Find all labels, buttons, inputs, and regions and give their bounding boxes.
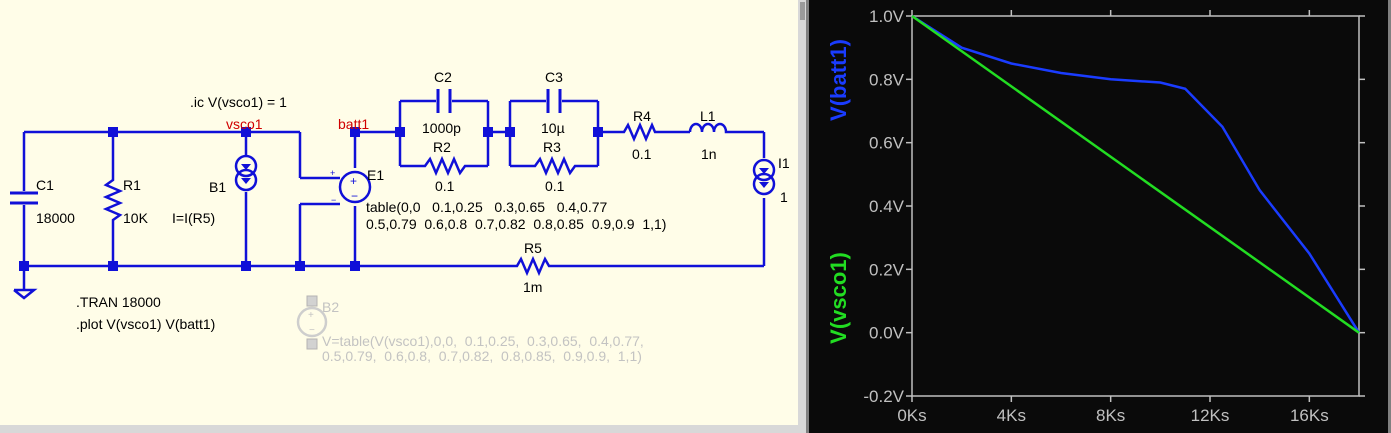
- netlabel-vsco1[interactable]: vsco1: [226, 116, 263, 132]
- voltage-source-icon: [338, 170, 372, 204]
- c1-value: 18000: [36, 210, 75, 226]
- horizontal-scrollbar[interactable]: [0, 425, 806, 433]
- resistor-R5[interactable]: R5 1m: [512, 240, 552, 295]
- voltage-source-icon: [296, 306, 328, 338]
- r1-name: R1: [123, 177, 141, 193]
- y-tick-label: 0.2V: [869, 260, 905, 279]
- c3-value: 10µ: [541, 120, 565, 136]
- y-tick-label: 0.4V: [869, 197, 905, 216]
- r4-name: R4: [633, 108, 651, 124]
- x-tick-label: 0Ks: [897, 406, 926, 425]
- vertical-scrollbar[interactable]: [798, 0, 806, 433]
- svg-text:+: +: [330, 168, 335, 178]
- schematic-background: [0, 0, 806, 433]
- source-I1[interactable]: I1 1: [752, 155, 790, 205]
- resistor-icon: [512, 255, 552, 277]
- c2-value: 1000p: [422, 120, 461, 136]
- y-tick-label: 0.0V: [869, 324, 905, 343]
- capacitor-C1[interactable]: C1 18000: [10, 177, 75, 226]
- ground-icon[interactable]: [13, 288, 38, 300]
- r2-name: R2: [433, 139, 451, 155]
- schematic-canvas[interactable]: C1 18000 R1 10K B1 I=I(R5) + − + − E1 ta…: [0, 0, 806, 433]
- source-B2-disabled[interactable]: + − B2 V=table(V(vsco1),0,0, 0.1,0.25, 0…: [296, 295, 644, 364]
- source-E1[interactable]: + − + − E1 table(0,0 0.1,0.25 0.3,0.65 0…: [330, 167, 666, 232]
- c3-name: C3: [545, 69, 563, 85]
- svg-text:−: −: [351, 189, 358, 203]
- y-tick-label: 1.0V: [869, 7, 905, 26]
- y-tick-label: -0.2V: [863, 387, 904, 406]
- x-tick-label: 4Ks: [997, 406, 1026, 425]
- resistor-icon: [620, 121, 658, 143]
- r5-value: 1m: [523, 279, 542, 295]
- scrollbar-thumb[interactable]: [800, 2, 805, 20]
- resistor-R3[interactable]: R3 0.1: [530, 139, 580, 194]
- l1-name: L1: [700, 108, 716, 124]
- series-line-v-batt1[interactable]: [911, 14, 1361, 334]
- resistor-icon: [420, 155, 470, 177]
- c2-name: C2: [434, 69, 452, 85]
- r4-value: 0.1: [632, 146, 652, 162]
- r2-value: 0.1: [435, 178, 455, 194]
- capacitor-icon: [10, 191, 38, 205]
- e1-table-line2: 0.5,0.79 0.6,0.8 0.7,0.82 0.8,0.85 0.9,0…: [366, 216, 666, 232]
- capacitor-icon: [546, 89, 562, 113]
- plot-background: [806, 0, 1391, 433]
- b2-expr-line2: 0.5,0.79, 0.6,0.8, 0.7,0.82, 0.8,0.85, 0…: [322, 348, 642, 364]
- b1-value: I=I(R5): [172, 210, 215, 226]
- r3-name: R3: [543, 139, 561, 155]
- l1-value: 1n: [701, 146, 717, 162]
- junction-dots: [19, 127, 603, 271]
- r5-name: R5: [524, 240, 542, 256]
- svg-text:+: +: [308, 310, 314, 321]
- inductor-L1[interactable]: L1 1n: [688, 108, 730, 162]
- e1-table-line1: table(0,0 0.1,0.25 0.3,0.65 0.4,0.77: [366, 199, 608, 215]
- x-tick-label: 16Ks: [1290, 406, 1329, 425]
- e1-name: E1: [367, 167, 384, 183]
- wires: [22, 99, 766, 290]
- resistor-icon: [530, 155, 580, 177]
- plot-legend: V(batt1) V(vsco1): [826, 39, 851, 344]
- directive-plot[interactable]: .plot V(vsco1) V(batt1): [76, 316, 215, 332]
- i1-name: I1: [778, 155, 790, 171]
- b2-expr-line1: V=table(V(vsco1),0,0, 0.1,0.25, 0.3,0.65…: [322, 333, 644, 349]
- x-tick-label: 8Ks: [1096, 406, 1125, 425]
- resistor-R1[interactable]: R1 10K: [102, 175, 149, 228]
- b2-name: B2: [322, 299, 339, 315]
- legend-entry[interactable]: V(vsco1): [826, 252, 851, 344]
- directive-ic[interactable]: .ic V(vsco1) = 1: [190, 94, 287, 110]
- c1-name: C1: [36, 177, 54, 193]
- svg-text:−: −: [309, 325, 315, 336]
- resistor-icon: [102, 175, 124, 228]
- r3-value: 0.1: [545, 178, 565, 194]
- i1-value: 1: [780, 189, 788, 205]
- capacitor-icon: [436, 89, 452, 113]
- x-tick-label: 12Ks: [1191, 406, 1230, 425]
- capacitor-C3[interactable]: C3 10µ: [541, 69, 565, 136]
- resistor-R2[interactable]: R2 0.1: [420, 139, 470, 194]
- capacitor-C2[interactable]: C2 1000p: [422, 69, 461, 136]
- svg-text:−: −: [331, 195, 336, 205]
- series-line-v-vsco1[interactable]: [911, 14, 1360, 334]
- y-tick-label: 0.8V: [869, 70, 905, 89]
- r1-value: 10K: [123, 210, 149, 226]
- source-B1[interactable]: B1 I=I(R5): [172, 154, 258, 226]
- plot-series: [911, 14, 1361, 334]
- y-tick-label: 0.6V: [869, 134, 905, 153]
- directive-tran[interactable]: .TRAN 18000: [76, 294, 161, 310]
- inductor-icon: [688, 122, 730, 134]
- b1-name: B1: [209, 179, 226, 195]
- svg-text:+: +: [350, 174, 357, 188]
- netlabel-batt1[interactable]: batt1: [338, 116, 369, 132]
- legend-entry[interactable]: V(batt1): [826, 39, 851, 121]
- resistor-R4[interactable]: R4 0.1: [620, 108, 658, 162]
